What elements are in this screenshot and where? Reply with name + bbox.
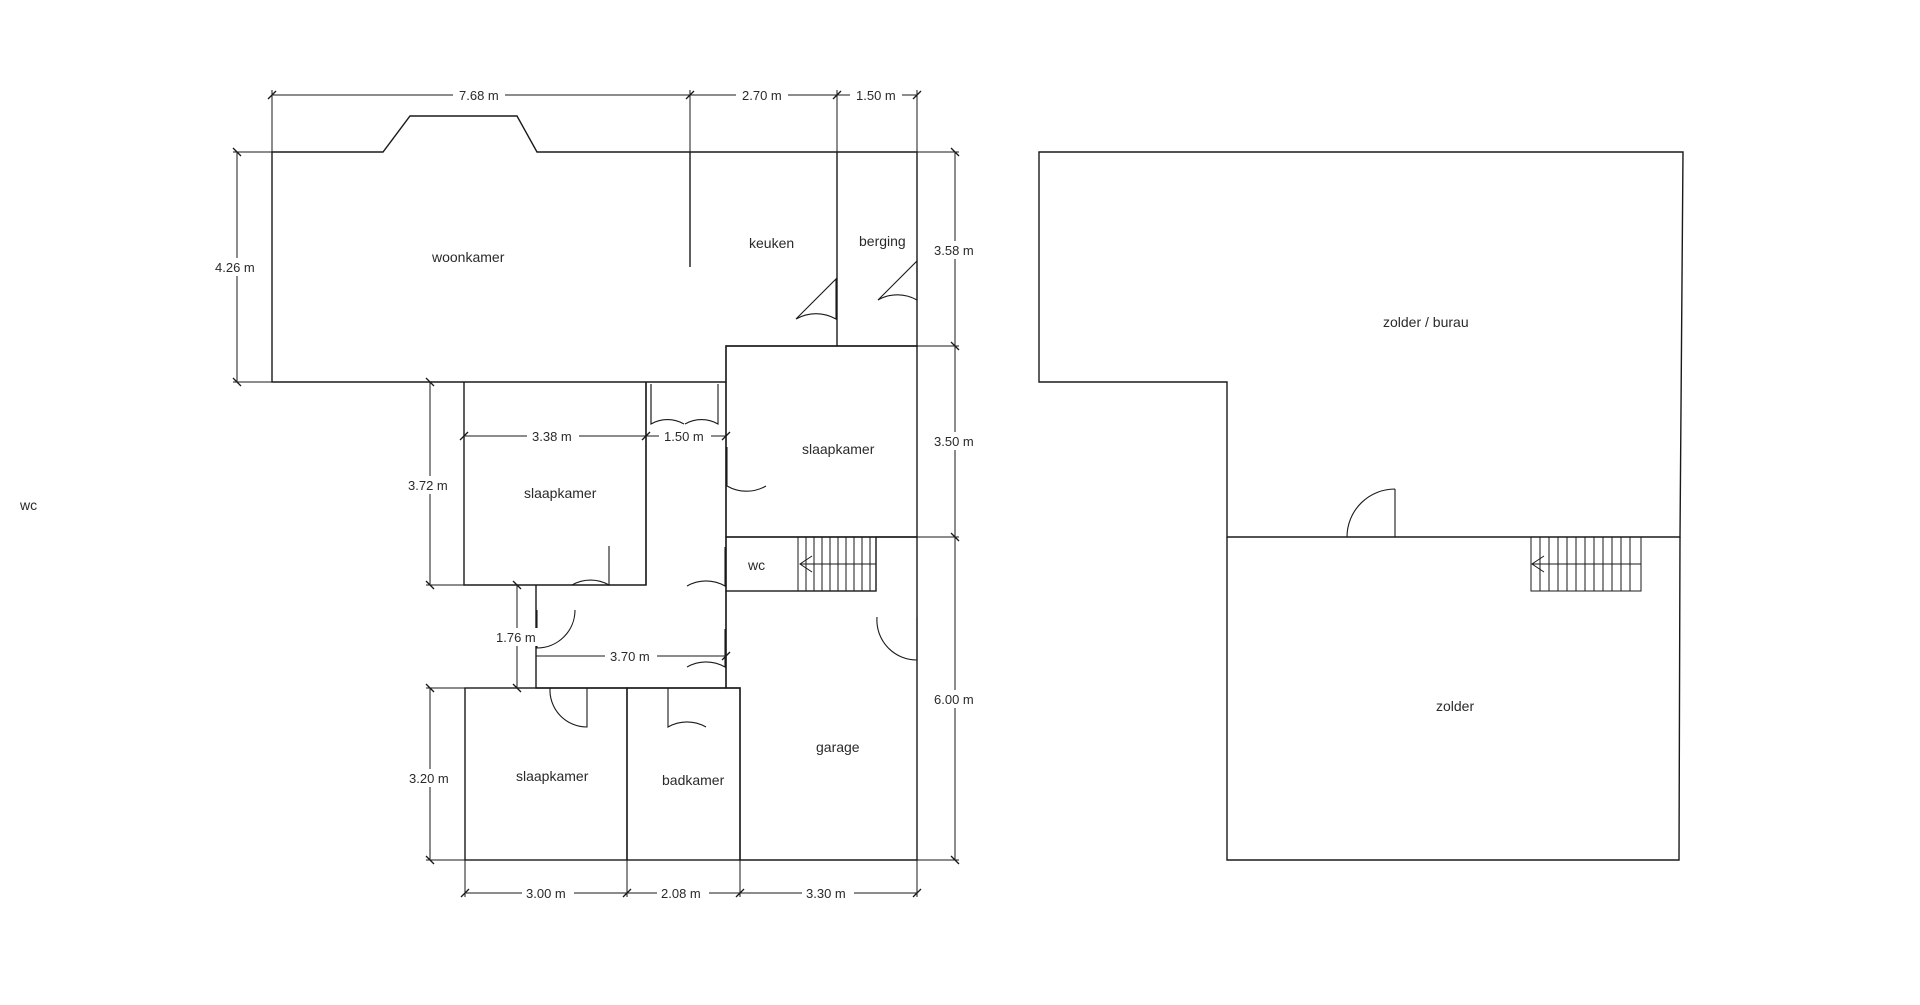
room-slaapkamer-bottom: slaapkamer (516, 768, 589, 784)
dim-bottom-slaapkamer: 3.00 m (526, 886, 566, 901)
room-slaapkamer-left: slaapkamer (524, 485, 597, 501)
dim-left-woonkamer: 4.26 m (215, 260, 255, 275)
dim-inner-hall: 1.50 m (664, 429, 704, 444)
door-keuken (795, 277, 837, 320)
dim-top-berging: 1.50 m (856, 88, 896, 103)
room-garage: garage (816, 739, 860, 755)
upper-floor: zolder / burau zolder (1038, 151, 1684, 861)
room-labels-ground: woonkamer keuken berging slaapkamer slaa… (431, 233, 906, 788)
dim-top-keuken: 2.70 m (742, 88, 782, 103)
door-wc (686, 547, 726, 587)
room-berging: berging (859, 233, 906, 249)
dim-right-slaapkamer: 3.50 m (934, 434, 974, 449)
room-badkamer: badkamer (662, 772, 725, 788)
door-hall-bottom (686, 629, 726, 668)
room-slaapkamer-middle: slaapkamer (802, 441, 875, 457)
wall-zolder-burau (1038, 151, 1684, 538)
room-woonkamer: woonkamer (431, 249, 505, 265)
dim-inner-slaapkamer: 3.38 m (532, 429, 572, 444)
room-zolder: zolder (1436, 698, 1474, 714)
dim-hall-width: 3.70 m (610, 649, 650, 664)
wall-hall-upper (463, 382, 647, 586)
dim-hall-height: 1.76 m (496, 630, 536, 645)
dim-left-bottom: 3.20 m (409, 771, 449, 786)
door-hall-left (536, 609, 576, 649)
dim-right-keuken: 3.58 m (934, 243, 974, 258)
dim-bottom-garage: 3.30 m (806, 886, 846, 901)
dim-top-woonkamer: 7.68 m (459, 88, 499, 103)
dim-bottom-badkamer: 2.08 m (661, 886, 701, 901)
door-badkamer (667, 688, 707, 728)
door-slaapkamer-middle (726, 447, 767, 492)
wall-woonkamer-outline (271, 115, 918, 383)
dimension-labels-ground: 7.68 m 2.70 m 1.50 m 4.26 m 3.58 m 3.50 … (212, 86, 982, 902)
door-slaapkamer-bottom (549, 687, 588, 728)
wall-zolder (1226, 536, 1681, 861)
door-zolder (1346, 488, 1396, 538)
door-double-left (650, 384, 685, 425)
room-zolder-burau: zolder / burau (1383, 314, 1469, 330)
door-berging (877, 259, 918, 301)
room-wc: wc (747, 557, 765, 573)
door-double-right (684, 384, 719, 425)
ground-floor: 7.68 m 2.70 m 1.50 m 4.26 m 3.58 m 3.50 … (212, 86, 982, 902)
wall-badkamer (626, 687, 741, 861)
door-garage (876, 616, 918, 661)
dim-right-garage: 6.00 m (934, 692, 974, 707)
stairs-ground (797, 536, 877, 592)
stray-wc-label: wc (19, 497, 37, 513)
door-slaapkamer-left (571, 546, 610, 586)
stairs-upper (1530, 536, 1642, 592)
doors-ground (536, 259, 918, 728)
dim-left-slaapkamer: 3.72 m (408, 478, 448, 493)
room-keuken: keuken (749, 235, 794, 251)
